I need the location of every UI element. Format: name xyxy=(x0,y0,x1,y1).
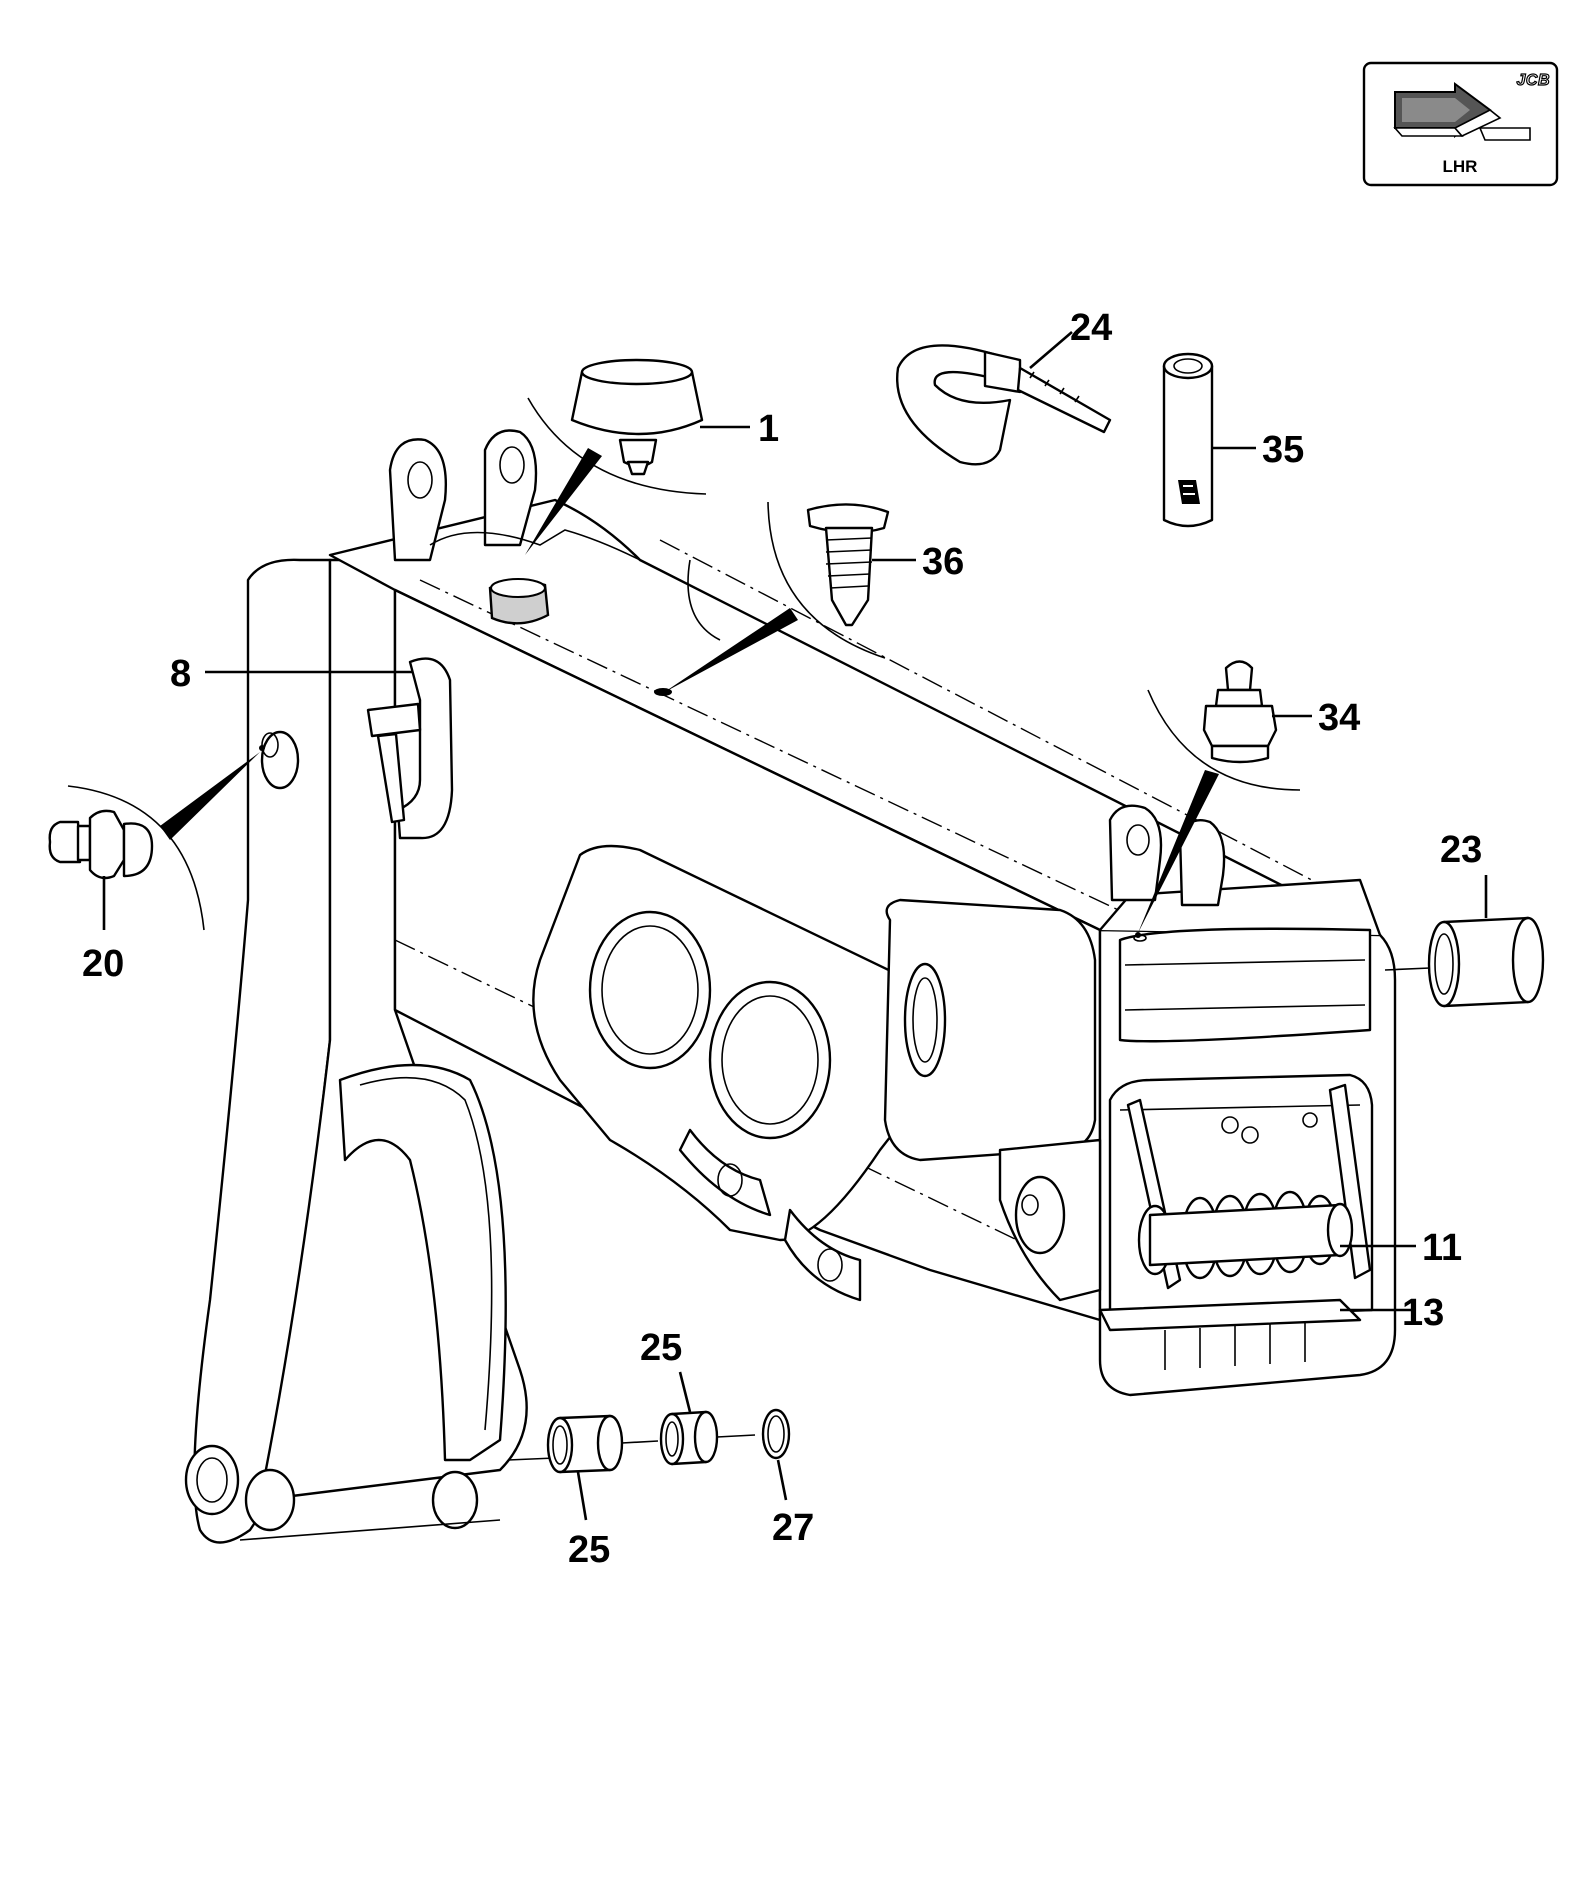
part-36-push-rivet xyxy=(654,501,916,696)
callout-1: 1 xyxy=(758,408,779,450)
brand-logo-text: JCB xyxy=(1516,72,1550,89)
part-25-lower-bush xyxy=(507,1414,624,1521)
orientation-badge: JCB LHR xyxy=(1362,61,1559,187)
callout-34: 34 xyxy=(1318,697,1360,739)
part-23-bush xyxy=(1384,875,1545,1008)
callout-11: 11 xyxy=(1422,1227,1462,1269)
callout-20: 20 xyxy=(82,943,124,985)
part-25-upper-bush xyxy=(659,1371,719,1466)
callout-27: 27 xyxy=(772,1507,814,1549)
callout-35: 35 xyxy=(1262,429,1304,471)
cable-carrier-chain xyxy=(1137,1190,1354,1280)
callout-23: 23 xyxy=(1440,829,1482,871)
boom-assembly-drawing xyxy=(184,429,1397,1544)
part-1-buffer xyxy=(525,358,750,555)
part-20-grease-nipple xyxy=(48,752,260,931)
callout-25-upper: 25 xyxy=(640,1327,682,1369)
left-hand-arrow-icon xyxy=(1393,82,1531,141)
part-27-ring xyxy=(761,1408,791,1501)
badge-label: LHR xyxy=(1443,157,1478,176)
axis-line-2 xyxy=(716,1434,756,1438)
callout-13: 13 xyxy=(1402,1292,1444,1334)
callout-24: 24 xyxy=(1070,307,1112,349)
part-35-spring-pin xyxy=(1162,352,1256,528)
part-8-guide-bracket xyxy=(205,657,454,840)
axis-line xyxy=(621,1440,659,1444)
callout-8: 8 xyxy=(170,653,191,695)
part-24-cable-tie xyxy=(896,331,1112,466)
part-34-grease-nipple xyxy=(1138,660,1312,933)
callout-36: 36 xyxy=(922,541,964,583)
callout-25-lower: 25 xyxy=(568,1529,610,1571)
